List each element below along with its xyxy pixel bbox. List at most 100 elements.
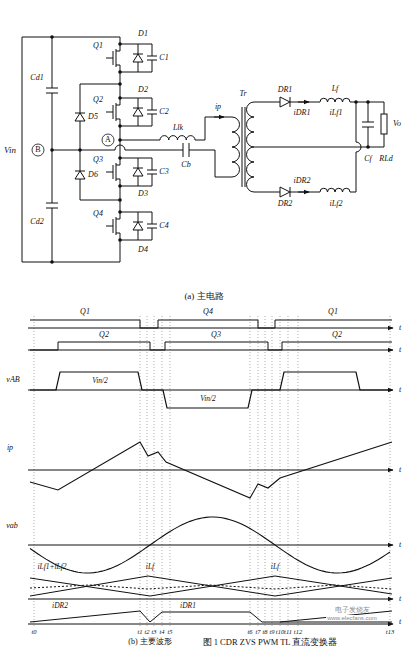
circuit-label: iLf2 — [330, 200, 343, 208]
waveform-label: vAB — [6, 376, 19, 384]
current-arrow — [214, 117, 224, 118]
wire — [290, 102, 320, 103]
circuit-label: D4 — [138, 246, 148, 254]
capacitor-plate — [147, 224, 157, 225]
wire — [125, 150, 183, 151]
capacitor-plate — [147, 170, 157, 171]
circuit-label: Cd2 — [30, 218, 43, 226]
diode-bar — [133, 222, 143, 223]
waveform-label: t12 — [294, 629, 302, 636]
diode-symbol — [133, 168, 143, 176]
wire — [120, 126, 121, 158]
diode-bar — [133, 54, 143, 55]
wire — [52, 150, 80, 151]
wire — [80, 150, 115, 151]
circuit-label: Cf — [364, 155, 372, 163]
circuit-label: iLf1 — [330, 109, 343, 117]
circuit-label: Q3 — [93, 156, 103, 164]
capacitor-plate — [46, 203, 58, 204]
mosfet-symbol — [116, 103, 117, 121]
circuit-label: Vo — [393, 120, 401, 128]
capacitor-plate — [183, 143, 184, 157]
junction-dot — [354, 100, 358, 104]
time-marker — [162, 316, 163, 626]
waveform-label: t0 — [31, 629, 36, 636]
transformer-core — [242, 107, 243, 187]
wire — [120, 72, 121, 98]
wire — [120, 158, 152, 159]
wire — [368, 102, 369, 122]
mosfet-symbol — [116, 163, 117, 181]
time-axis — [28, 545, 393, 546]
wire — [138, 116, 139, 126]
junction-dot — [118, 184, 122, 188]
wire — [120, 72, 152, 73]
filter-current-wave — [30, 576, 392, 596]
node-ring — [32, 144, 44, 156]
wire — [80, 200, 120, 201]
circuit-label: RLd — [379, 155, 392, 163]
time-axis — [28, 599, 393, 600]
circuit-label: Vin — [4, 146, 16, 155]
diode-symbol — [133, 222, 143, 230]
wire — [120, 98, 152, 99]
output-return — [254, 147, 384, 148]
circuit-label: D1 — [138, 30, 148, 38]
waveform-label: Q4 — [203, 308, 213, 316]
diode-bar — [133, 168, 143, 169]
circuit-label: iDR2 — [294, 177, 311, 185]
wire — [22, 37, 120, 38]
wire — [290, 192, 320, 193]
figure-caption: 图 1 CDR ZVS PWM TL 直流变换器 — [203, 638, 338, 647]
gate-lead — [106, 112, 113, 113]
waveform-label: Q2 — [99, 331, 109, 339]
waveform-label: Vin/2 — [92, 377, 108, 385]
wire — [384, 134, 385, 147]
diode-symbol — [133, 108, 143, 116]
transformer-primary — [232, 117, 240, 177]
primary-current-wave — [30, 442, 392, 498]
vab-wave — [30, 372, 392, 408]
wire — [120, 44, 152, 45]
gate-lead — [106, 226, 113, 227]
wire — [152, 60, 153, 72]
waveform-label: iDR2 — [51, 602, 69, 610]
diode-current-wave — [250, 612, 392, 622]
junction-dot — [50, 35, 54, 39]
circuit-label: Tr — [239, 90, 246, 98]
wire — [138, 176, 139, 186]
circuit-label: C1 — [159, 54, 168, 62]
gate-lead — [106, 58, 113, 59]
waveform-label: t8 — [262, 629, 267, 636]
gate-lead — [106, 172, 113, 173]
time-marker — [265, 316, 266, 626]
waveform-label: t1 — [137, 629, 142, 636]
main-circuit — [22, 35, 387, 264]
wire — [152, 212, 153, 224]
waveform-label: t — [399, 618, 401, 626]
time-marker — [154, 316, 155, 626]
circuit-label: D5 — [88, 113, 98, 121]
diode-symbol — [280, 97, 290, 107]
wire — [350, 152, 356, 192]
wire — [22, 262, 120, 263]
waveform-label: (b) 主要波形 — [128, 638, 171, 646]
current-arrow — [298, 102, 309, 103]
mosfet-symbol — [116, 49, 117, 67]
wire — [384, 102, 385, 114]
gate-signal — [30, 342, 392, 350]
node-ring — [102, 134, 114, 146]
wire — [152, 174, 153, 186]
circuit-label: Cb — [181, 161, 190, 169]
waveform-label: Q3 — [211, 331, 221, 339]
wire — [52, 37, 53, 88]
input-rail — [22, 37, 23, 262]
waveform-label: t — [399, 346, 401, 354]
time-marker — [147, 316, 148, 626]
time-marker — [258, 316, 259, 626]
waveform-label: vab — [6, 522, 18, 530]
diode-symbol — [280, 187, 290, 197]
circuit-label: Cd1 — [30, 74, 43, 82]
